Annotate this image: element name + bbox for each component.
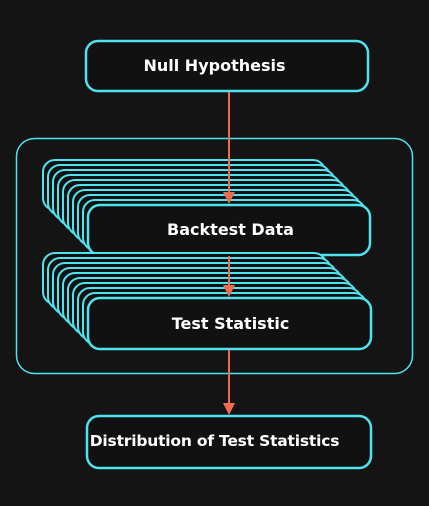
arrow-null-to-backtest	[223, 92, 235, 204]
arrow-statistic-to-distribution	[223, 350, 235, 415]
null-hypothesis-label: Null Hypothesis	[143, 56, 286, 75]
arrow-backtest-to-statistic	[223, 256, 235, 297]
distribution-node	[85, 414, 373, 470]
null-hypothesis-node	[84, 39, 370, 93]
distribution-label: Distribution of Test Statistics	[89, 432, 340, 450]
backtest-data-label: Backtest Data	[167, 220, 294, 239]
test-statistic-label: Test Statistic	[171, 314, 290, 333]
simulation-group-container	[15, 137, 414, 375]
test-statistic-stack	[42, 252, 373, 351]
test-statistic-node	[86, 296, 373, 351]
backtest-data-stack	[42, 159, 372, 257]
